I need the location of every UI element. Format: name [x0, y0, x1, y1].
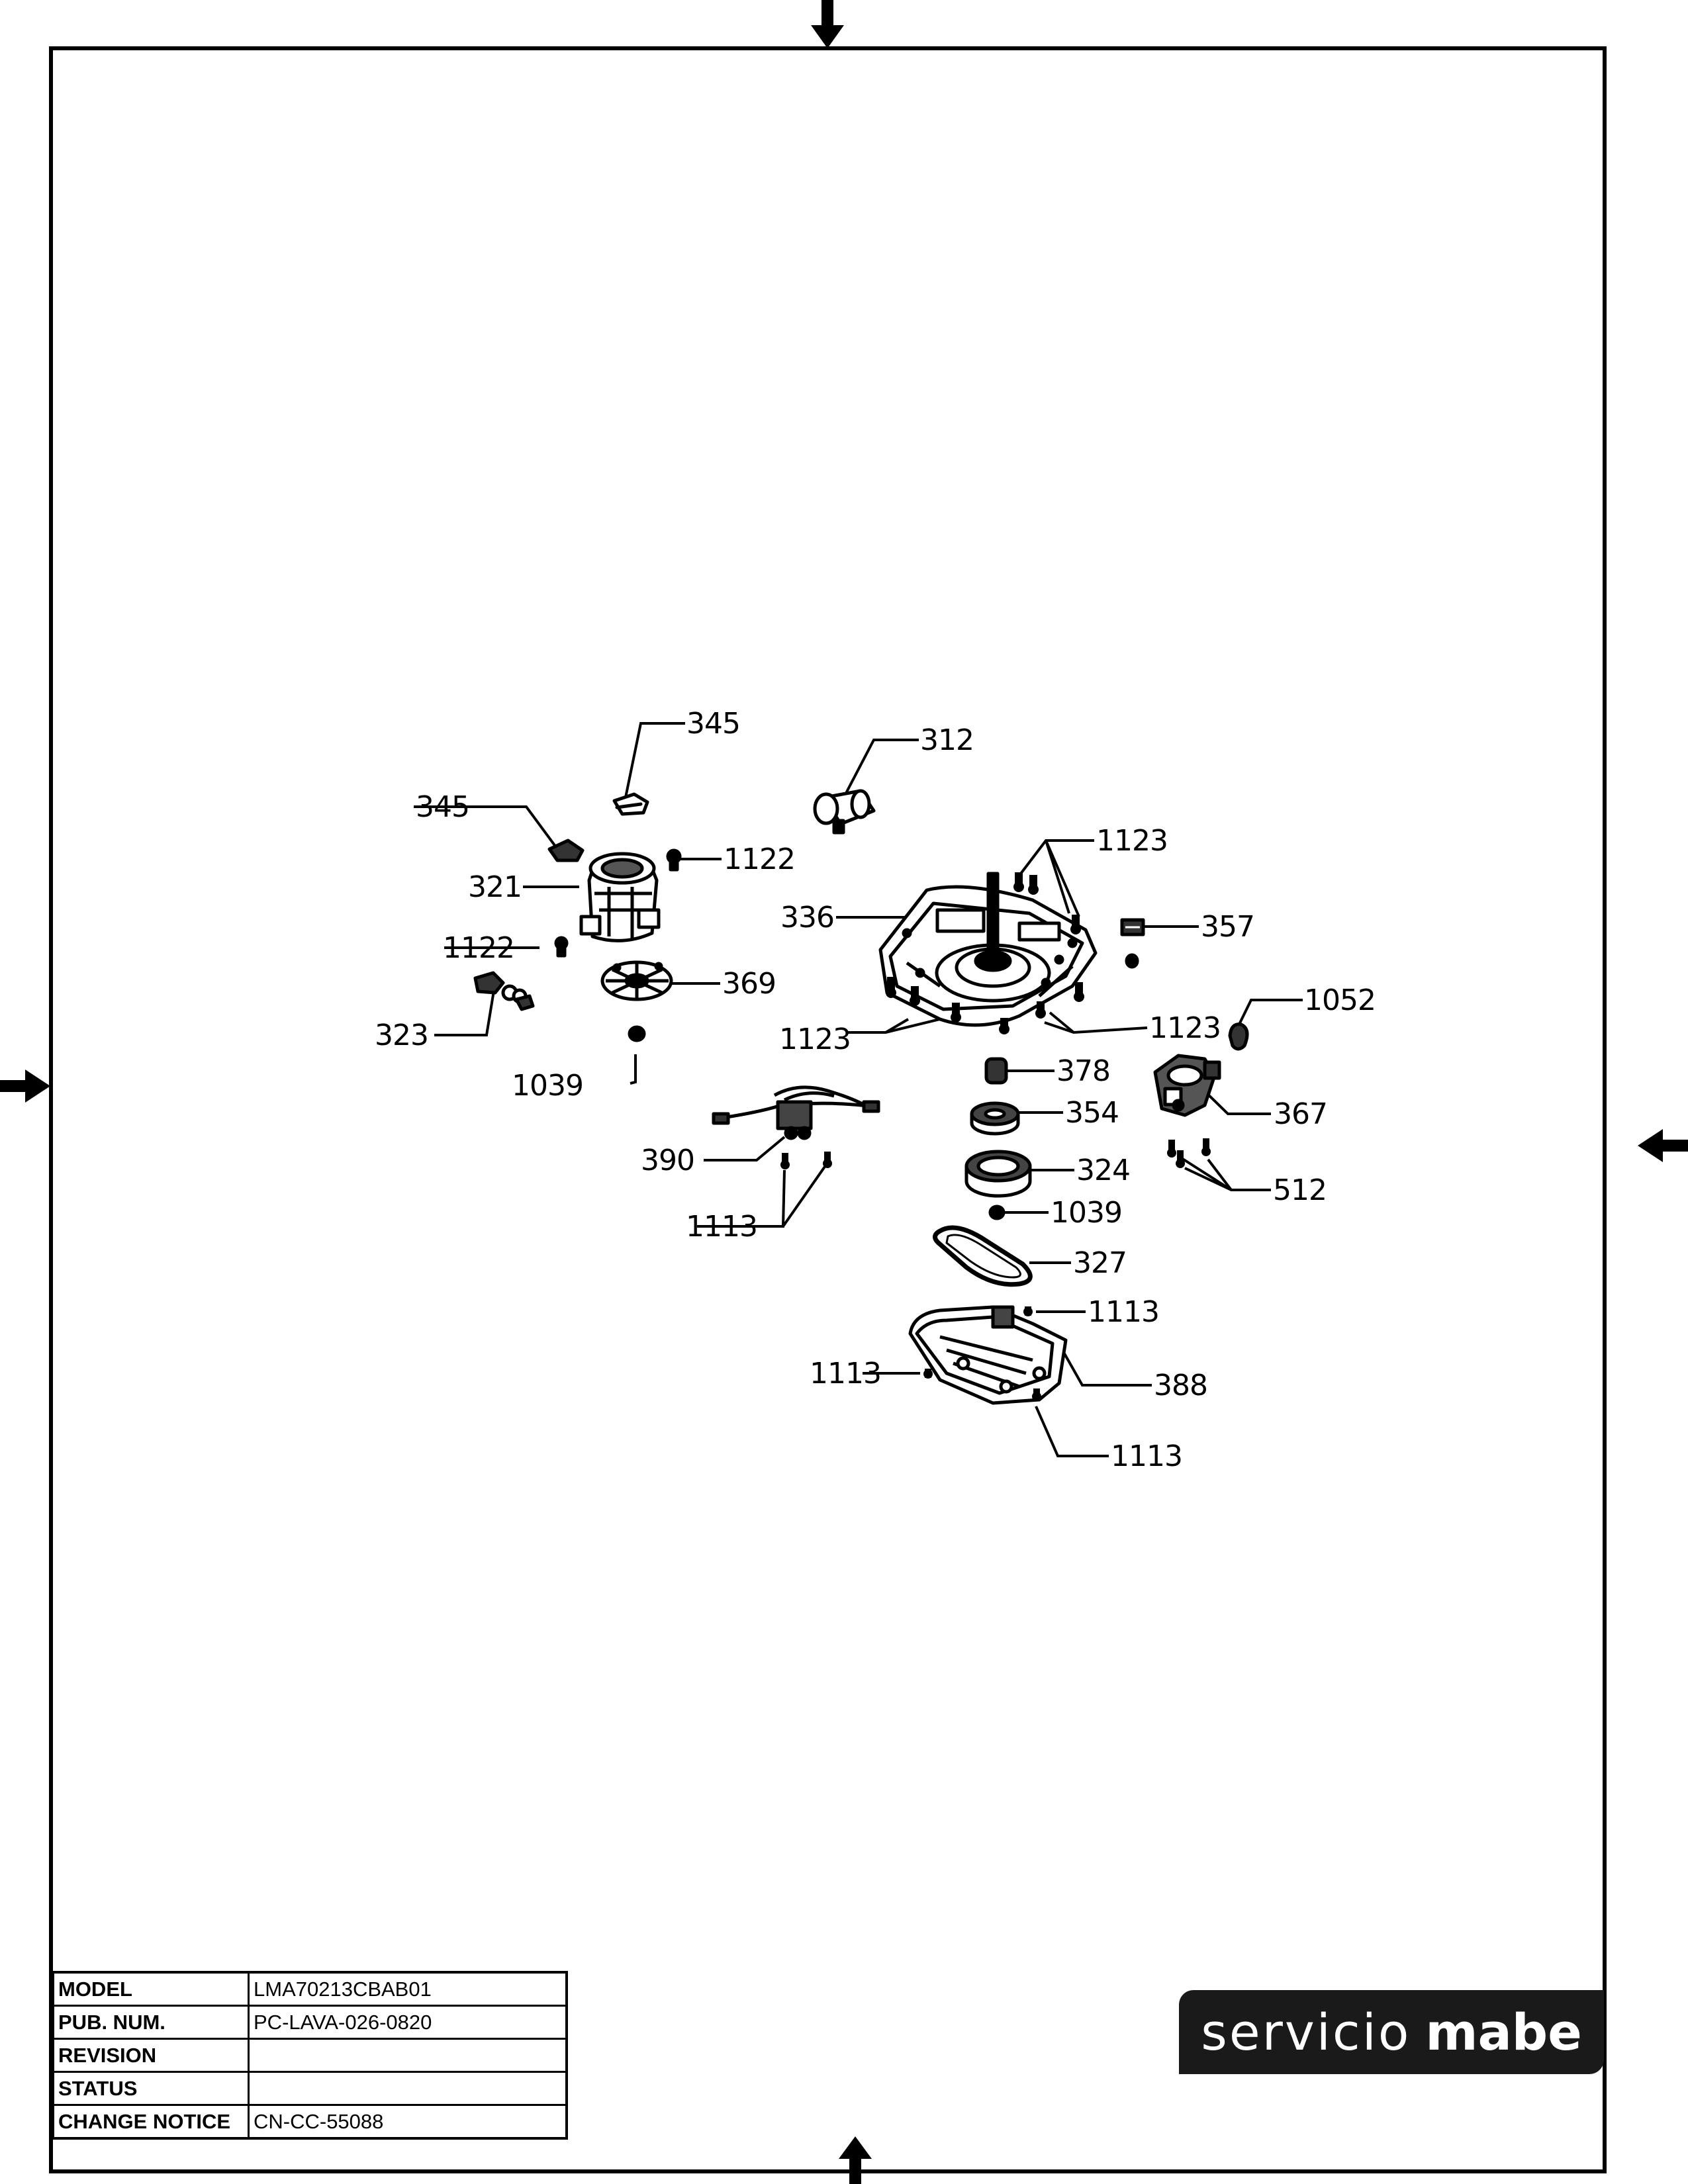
callout-1113-harness: 1113	[686, 1210, 757, 1244]
part-1039-screw-b	[988, 1205, 1006, 1220]
part-1113-screws-harness	[780, 1152, 832, 1169]
title-value: CN-CC-55088	[248, 2104, 568, 2140]
callout-512: 512	[1273, 1173, 1327, 1207]
callout-354: 354	[1065, 1096, 1119, 1130]
part-369-pulley	[600, 960, 673, 1001]
callout-1122-b: 1122	[443, 931, 514, 965]
callout-345-upper: 345	[686, 707, 740, 741]
callout-357: 357	[1201, 910, 1254, 944]
title-value: LMA70213CBAB01	[248, 1971, 568, 2007]
callout-323: 323	[375, 1019, 428, 1052]
callout-369: 369	[722, 967, 776, 1001]
callout-336: 336	[780, 901, 834, 934]
part-354-gear	[970, 1101, 1020, 1136]
part-367-pump	[1153, 1054, 1221, 1117]
callout-327: 327	[1073, 1246, 1127, 1280]
title-value	[248, 2071, 568, 2106]
arrow-bottom-icon	[839, 2136, 872, 2184]
title-label: STATUS	[52, 2071, 250, 2106]
callout-1123-left: 1123	[779, 1023, 851, 1056]
callout-321: 321	[468, 870, 522, 904]
title-value: PC-LAVA-026-0820	[248, 2005, 568, 2040]
callout-labels: 345 345 312 1122 321 1123 336 357 1122 3…	[375, 707, 1376, 1473]
part-388-tray	[908, 1305, 1068, 1405]
title-label: REVISION	[52, 2038, 250, 2073]
part-323-sensor	[473, 971, 535, 1011]
part-1039-screw-a	[628, 1025, 646, 1042]
callout-1123-right: 1123	[1149, 1011, 1221, 1045]
title-label: PUB. NUM.	[52, 2005, 250, 2040]
callout-1123-top: 1123	[1096, 824, 1168, 858]
title-row-status: STATUS	[52, 2071, 568, 2106]
parts	[473, 789, 1249, 1405]
callout-367: 367	[1274, 1097, 1327, 1131]
part-327-belt	[933, 1225, 1033, 1287]
leader-lines	[414, 722, 1303, 1457]
title-row-revision: REVISION	[52, 2038, 568, 2073]
part-512-screws	[1167, 1138, 1211, 1168]
part-357-bracket	[1120, 918, 1145, 969]
title-row-pub-num: PUB. NUM. PC-LAVA-026-0820	[52, 2005, 568, 2040]
part-390-harness	[712, 1085, 880, 1140]
callout-1039-a: 1039	[512, 1069, 583, 1103]
sheet-border	[49, 46, 1607, 2173]
title-row-change-notice: CHANGE NOTICE CN-CC-55088	[52, 2104, 568, 2140]
title-block: MODEL LMA70213CBAB01 PUB. NUM. PC-LAVA-0…	[52, 1971, 568, 2140]
callout-1113-tray-left: 1113	[810, 1357, 881, 1390]
callout-1122-a: 1122	[724, 842, 795, 876]
part-345-clip-upper	[612, 792, 649, 816]
title-label: CHANGE NOTICE	[52, 2104, 250, 2140]
servicio-mabe-logo: servicio mabe	[1179, 1990, 1604, 2074]
part-1122-screw-a	[666, 848, 682, 872]
callout-1039-b: 1039	[1051, 1196, 1122, 1230]
callout-378: 378	[1056, 1054, 1110, 1088]
callout-312: 312	[920, 723, 974, 757]
callout-390: 390	[641, 1144, 694, 1177]
callout-1113-tray-bottom: 1113	[1111, 1439, 1182, 1473]
part-1123-screws	[886, 872, 1084, 1034]
arrow-left-icon	[0, 1069, 50, 1103]
logo-word-servicio: servicio	[1201, 2003, 1411, 2062]
part-1122-screw-b	[554, 936, 569, 958]
title-value	[248, 2038, 568, 2073]
callout-345-lower: 345	[416, 790, 469, 824]
part-336-base	[878, 872, 1098, 1027]
callout-324: 324	[1076, 1154, 1130, 1187]
arrow-top-icon	[811, 0, 844, 48]
part-1113-screws-tray	[923, 1306, 1041, 1401]
part-312-cylinder	[813, 789, 876, 835]
arrow-right-icon	[1638, 1129, 1688, 1162]
part-345-clip-lower	[547, 839, 585, 862]
title-row-model: MODEL LMA70213CBAB01	[52, 1971, 568, 2007]
part-378-bushing	[984, 1057, 1008, 1085]
callout-388: 388	[1154, 1369, 1207, 1402]
part-1052-clip	[1228, 1023, 1249, 1051]
part-321-motor	[579, 852, 661, 942]
callout-1052: 1052	[1304, 983, 1376, 1017]
title-label: MODEL	[52, 1971, 250, 2007]
logo-word-mabe: mabe	[1425, 2003, 1582, 2062]
part-324-pulley	[964, 1150, 1032, 1198]
callout-1113-tray-top: 1113	[1088, 1295, 1159, 1329]
